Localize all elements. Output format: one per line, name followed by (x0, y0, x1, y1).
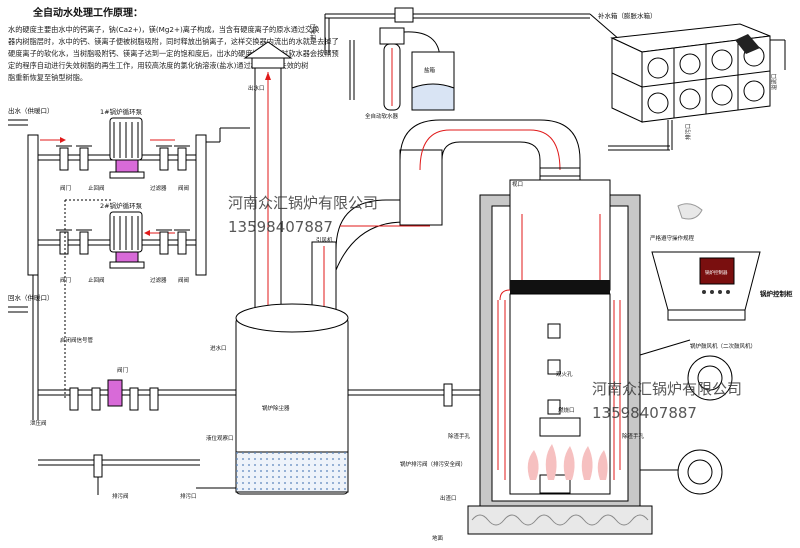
overflow-label: 溢流口 (770, 73, 778, 90)
valve-a-label: 阀门 (60, 184, 71, 192)
induced-draft-label: 引风机 (316, 236, 333, 244)
ash-door2-label: 除渣手孔 (622, 432, 645, 440)
principle-line-2: 器内树脂层时，水中的钙、镁离子便被树脂吸附，同时释放出钠离子，这样交换器内流出的… (8, 37, 339, 46)
softener-label: 全自动软水器 (365, 112, 399, 120)
feeder-label: 严格遵守操作规程 (650, 234, 695, 242)
water-inlet-top-label: 进水口 (309, 23, 317, 40)
sewage-label: 排污口 (180, 492, 197, 500)
diagram-title: 全自动水处理工作原理： (32, 6, 143, 19)
flow-meter (394, 7, 414, 23)
valve-d-label: 阀阀 (178, 276, 189, 284)
water-softener: 进水口 全自动软水器 盐箱 (309, 7, 470, 120)
ground-label: 地面 (432, 534, 444, 542)
make-up-tank: 补水箱（膨胀水箱） 溢流口 排污口 (470, 11, 786, 151)
safety-relief-label: 泄压阀 (30, 419, 47, 427)
principle-line-3: 硬度离子的软化水，当树脂吸附钙、镁离子达到一定的饱和度后，出水的硬度增大，此时软… (8, 49, 339, 58)
stoker-label: 锅炉排污阀（排污安全阀） (400, 460, 466, 468)
valve-row1 (56, 145, 190, 171)
valve-c-label: 阀门 (60, 276, 71, 284)
principle-line-4: 定的程序自动进行失效树脂的再生工作，用较高浓度的氯化钠溶液(盐水)通过树脂，使失… (8, 61, 308, 70)
ash-door-label: 除渣手孔 (448, 432, 471, 440)
slag-label: 出渣口 (440, 494, 457, 502)
filter2-label: 过滤器 (150, 276, 167, 284)
burner-port-label: 燃烧口 (558, 406, 575, 414)
chimney-cap-label: 出水口 (248, 84, 265, 92)
drain-right-label: 排污口 (684, 123, 692, 140)
valve-e-label: 阀门 (117, 366, 128, 374)
filter-label: 过滤器 (150, 184, 167, 192)
pump1-label: 1#锅炉循环泵 (100, 107, 143, 116)
principle-line-1: 水的硬度主要由水中的钙离子，钠(Ca2+)，镁(Mg2+)离子构成，当含有硬度离… (8, 25, 319, 34)
watch-hole-label: 观火孔 (556, 370, 573, 378)
pump2-label: 2#锅炉循环泵 (100, 201, 143, 210)
outlet-top-label: 出水（供暖口） (8, 106, 54, 115)
dust-inlet-label: 进水口 (210, 344, 227, 352)
pump-station: 出水（供暖口） 1#锅炉循环泵 (8, 106, 440, 500)
company-watermark-2: 河南众汇锅炉有限公司 (592, 380, 742, 398)
valve-row2 (56, 229, 190, 255)
burner-flames (527, 444, 608, 480)
relief-valve-label: 启闭阀信号管 (60, 336, 94, 344)
check-valve2-label: 止回阀 (88, 276, 105, 284)
feeder-and-fans: 锅炉控制器 锅炉控制柜 严格遵守操作规程 锅炉鼓风机（二次鼓风机） (639, 203, 793, 495)
check-valve-label: 止回阀 (88, 184, 105, 192)
salt-tank-label: 盐箱 (424, 66, 436, 74)
controller-screen (699, 257, 735, 285)
make-up-tank-label: 补水箱（膨胀水箱） (598, 11, 657, 20)
fan-note-label: 锅炉鼓风机（二次鼓风机） (690, 342, 756, 350)
water-level-label: 液位观察口 (206, 434, 234, 442)
company-watermark-1: 河南众汇锅炉有限公司 (228, 194, 378, 212)
dust-collector: 锅炉除尘器 进水口 液位观察口 排污口 (180, 303, 349, 500)
phone-watermark-1: 13598407887 (228, 218, 333, 236)
drain-valve-label: 排污阀 (112, 492, 129, 500)
valve-b-label: 阀阀 (178, 184, 189, 192)
dust-collector-label: 锅炉除尘器 (262, 404, 290, 412)
controller-screen-label: 锅炉控制器 (705, 269, 728, 276)
return-water-label: 回水（供暖口） (8, 293, 54, 302)
boiler-body: 视口 燃烧口 观火孔 除渣手孔 除渣手孔 锅炉排污阀（排污安全阀） 出渣口 地面 (400, 179, 653, 542)
control-panel-label: 锅炉控制柜 (760, 289, 793, 298)
phone-watermark-2: 13598407887 (592, 404, 697, 422)
viewport-top-label: 视口 (512, 180, 523, 188)
principle-line-5: 脂重新恢复至钠型树脂。 (8, 73, 87, 82)
